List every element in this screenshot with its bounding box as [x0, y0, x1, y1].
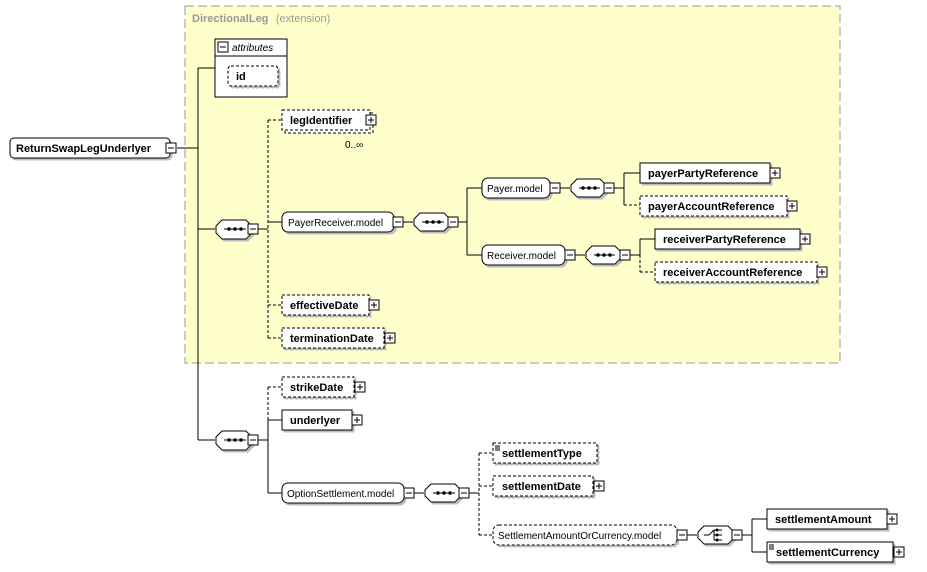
svg-text:effectiveDate: effectiveDate	[290, 300, 358, 312]
expand-icon[interactable]	[799, 233, 811, 245]
svg-text:Receiver.model: Receiver.model	[487, 251, 556, 262]
svg-text:strikeDate: strikeDate	[290, 382, 343, 394]
svg-text:payerAccountReference: payerAccountReference	[648, 201, 775, 213]
expand-icon[interactable]	[769, 167, 781, 179]
svg-text:OptionSettlement.model: OptionSettlement.model	[287, 489, 394, 500]
expand-icon[interactable]	[786, 200, 798, 212]
element-settlement-type[interactable]: settlementType	[492, 442, 598, 464]
svg-text:settlementAmount: settlementAmount	[775, 514, 872, 526]
expand-icon[interactable]	[886, 513, 898, 525]
element-strike-date[interactable]: strikeDate	[281, 376, 366, 398]
element-settlement-amount[interactable]: settlementAmount	[766, 508, 898, 530]
svg-text:settlementType: settlementType	[502, 448, 582, 460]
sequence-compositor[interactable]	[585, 245, 631, 265]
occurrence-label: 0..∞	[345, 140, 363, 151]
svg-text:id: id	[236, 71, 246, 83]
svg-text:legIdentifier: legIdentifier	[290, 115, 353, 127]
collapse-icon[interactable]	[165, 142, 177, 154]
sequence-compositor[interactable]	[413, 212, 459, 232]
collapse-icon[interactable]	[392, 216, 404, 228]
expand-icon[interactable]	[893, 546, 905, 558]
element-effective-date[interactable]: effectiveDate	[281, 294, 380, 316]
group-payer-model[interactable]: Payer.model	[481, 177, 561, 199]
svg-text:terminationDate: terminationDate	[290, 333, 374, 345]
element-settlement-currency[interactable]: settlementCurrency	[766, 541, 905, 563]
expand-icon[interactable]	[384, 332, 396, 344]
element-payer-party-reference[interactable]: payerPartyReference	[639, 162, 781, 184]
element-underlyer[interactable]: underlyer	[281, 409, 363, 431]
svg-text:receiverPartyReference: receiverPartyReference	[663, 234, 786, 246]
svg-text:settlementDate: settlementDate	[502, 481, 581, 493]
collapse-icon[interactable]	[564, 249, 576, 261]
expand-icon[interactable]	[368, 299, 380, 311]
text-content-icon	[495, 445, 500, 451]
svg-text:Payer.model: Payer.model	[487, 184, 543, 195]
svg-text:SettlementAmountOrCurrency.mod: SettlementAmountOrCurrency.model	[498, 531, 661, 542]
connectors	[177, 67, 767, 553]
collapse-icon[interactable]	[549, 182, 561, 194]
attributes-group: attributes id	[214, 38, 288, 98]
sequence-compositor[interactable]	[215, 219, 259, 240]
svg-text:settlementCurrency: settlementCurrency	[776, 547, 880, 559]
attribute-id[interactable]: id	[227, 65, 279, 87]
choice-compositor[interactable]	[697, 525, 743, 545]
collapse-icon[interactable]	[247, 434, 259, 446]
collapse-icon[interactable]	[217, 41, 229, 53]
group-payer-receiver-model[interactable]: PayerReceiver.model	[281, 211, 404, 233]
sequence-compositor[interactable]	[570, 178, 615, 198]
group-settlement-amount-or-currency-model[interactable]: SettlementAmountOrCurrency.model	[492, 524, 688, 546]
group-receiver-model[interactable]: Receiver.model	[481, 244, 576, 266]
svg-text:attributes: attributes	[232, 43, 273, 54]
collapse-icon[interactable]	[676, 529, 688, 541]
svg-text:receiverAccountReference: receiverAccountReference	[663, 267, 802, 279]
expand-icon[interactable]	[593, 480, 605, 492]
collapse-icon[interactable]	[447, 216, 459, 228]
group-option-settlement-model[interactable]: OptionSettlement.model	[281, 482, 415, 504]
expand-icon[interactable]	[365, 114, 377, 126]
extension-title: DirectionalLeg (extension)	[192, 9, 330, 26]
root-element[interactable]: ReturnSwapLegUnderlyer	[9, 137, 177, 159]
collapse-icon[interactable]	[458, 487, 470, 499]
element-payer-account-reference[interactable]: payerAccountReference	[639, 195, 798, 217]
element-termination-date[interactable]: terminationDate	[281, 327, 396, 349]
expand-icon[interactable]	[351, 414, 363, 426]
sequence-compositor[interactable]	[215, 430, 259, 451]
element-receiver-party-reference[interactable]: receiverPartyReference	[654, 228, 811, 250]
element-leg-identifier[interactable]: legIdentifier	[281, 109, 377, 134]
collapse-icon[interactable]	[247, 223, 259, 235]
svg-text:ReturnSwapLegUnderlyer: ReturnSwapLegUnderlyer	[16, 143, 152, 155]
expand-icon[interactable]	[816, 266, 828, 278]
collapse-icon[interactable]	[403, 487, 415, 499]
svg-text:payerPartyReference: payerPartyReference	[648, 168, 758, 180]
element-settlement-date[interactable]: settlementDate	[492, 475, 605, 497]
sequence-compositor[interactable]	[424, 483, 470, 503]
text-content-icon	[769, 544, 774, 550]
expand-icon[interactable]	[354, 381, 366, 393]
element-receiver-account-reference[interactable]: receiverAccountReference	[654, 261, 828, 283]
collapse-icon[interactable]	[603, 182, 615, 194]
collapse-icon[interactable]	[619, 249, 631, 261]
collapse-icon[interactable]	[731, 529, 743, 541]
svg-text:underlyer: underlyer	[290, 415, 341, 427]
svg-text:PayerReceiver.model: PayerReceiver.model	[288, 218, 383, 229]
